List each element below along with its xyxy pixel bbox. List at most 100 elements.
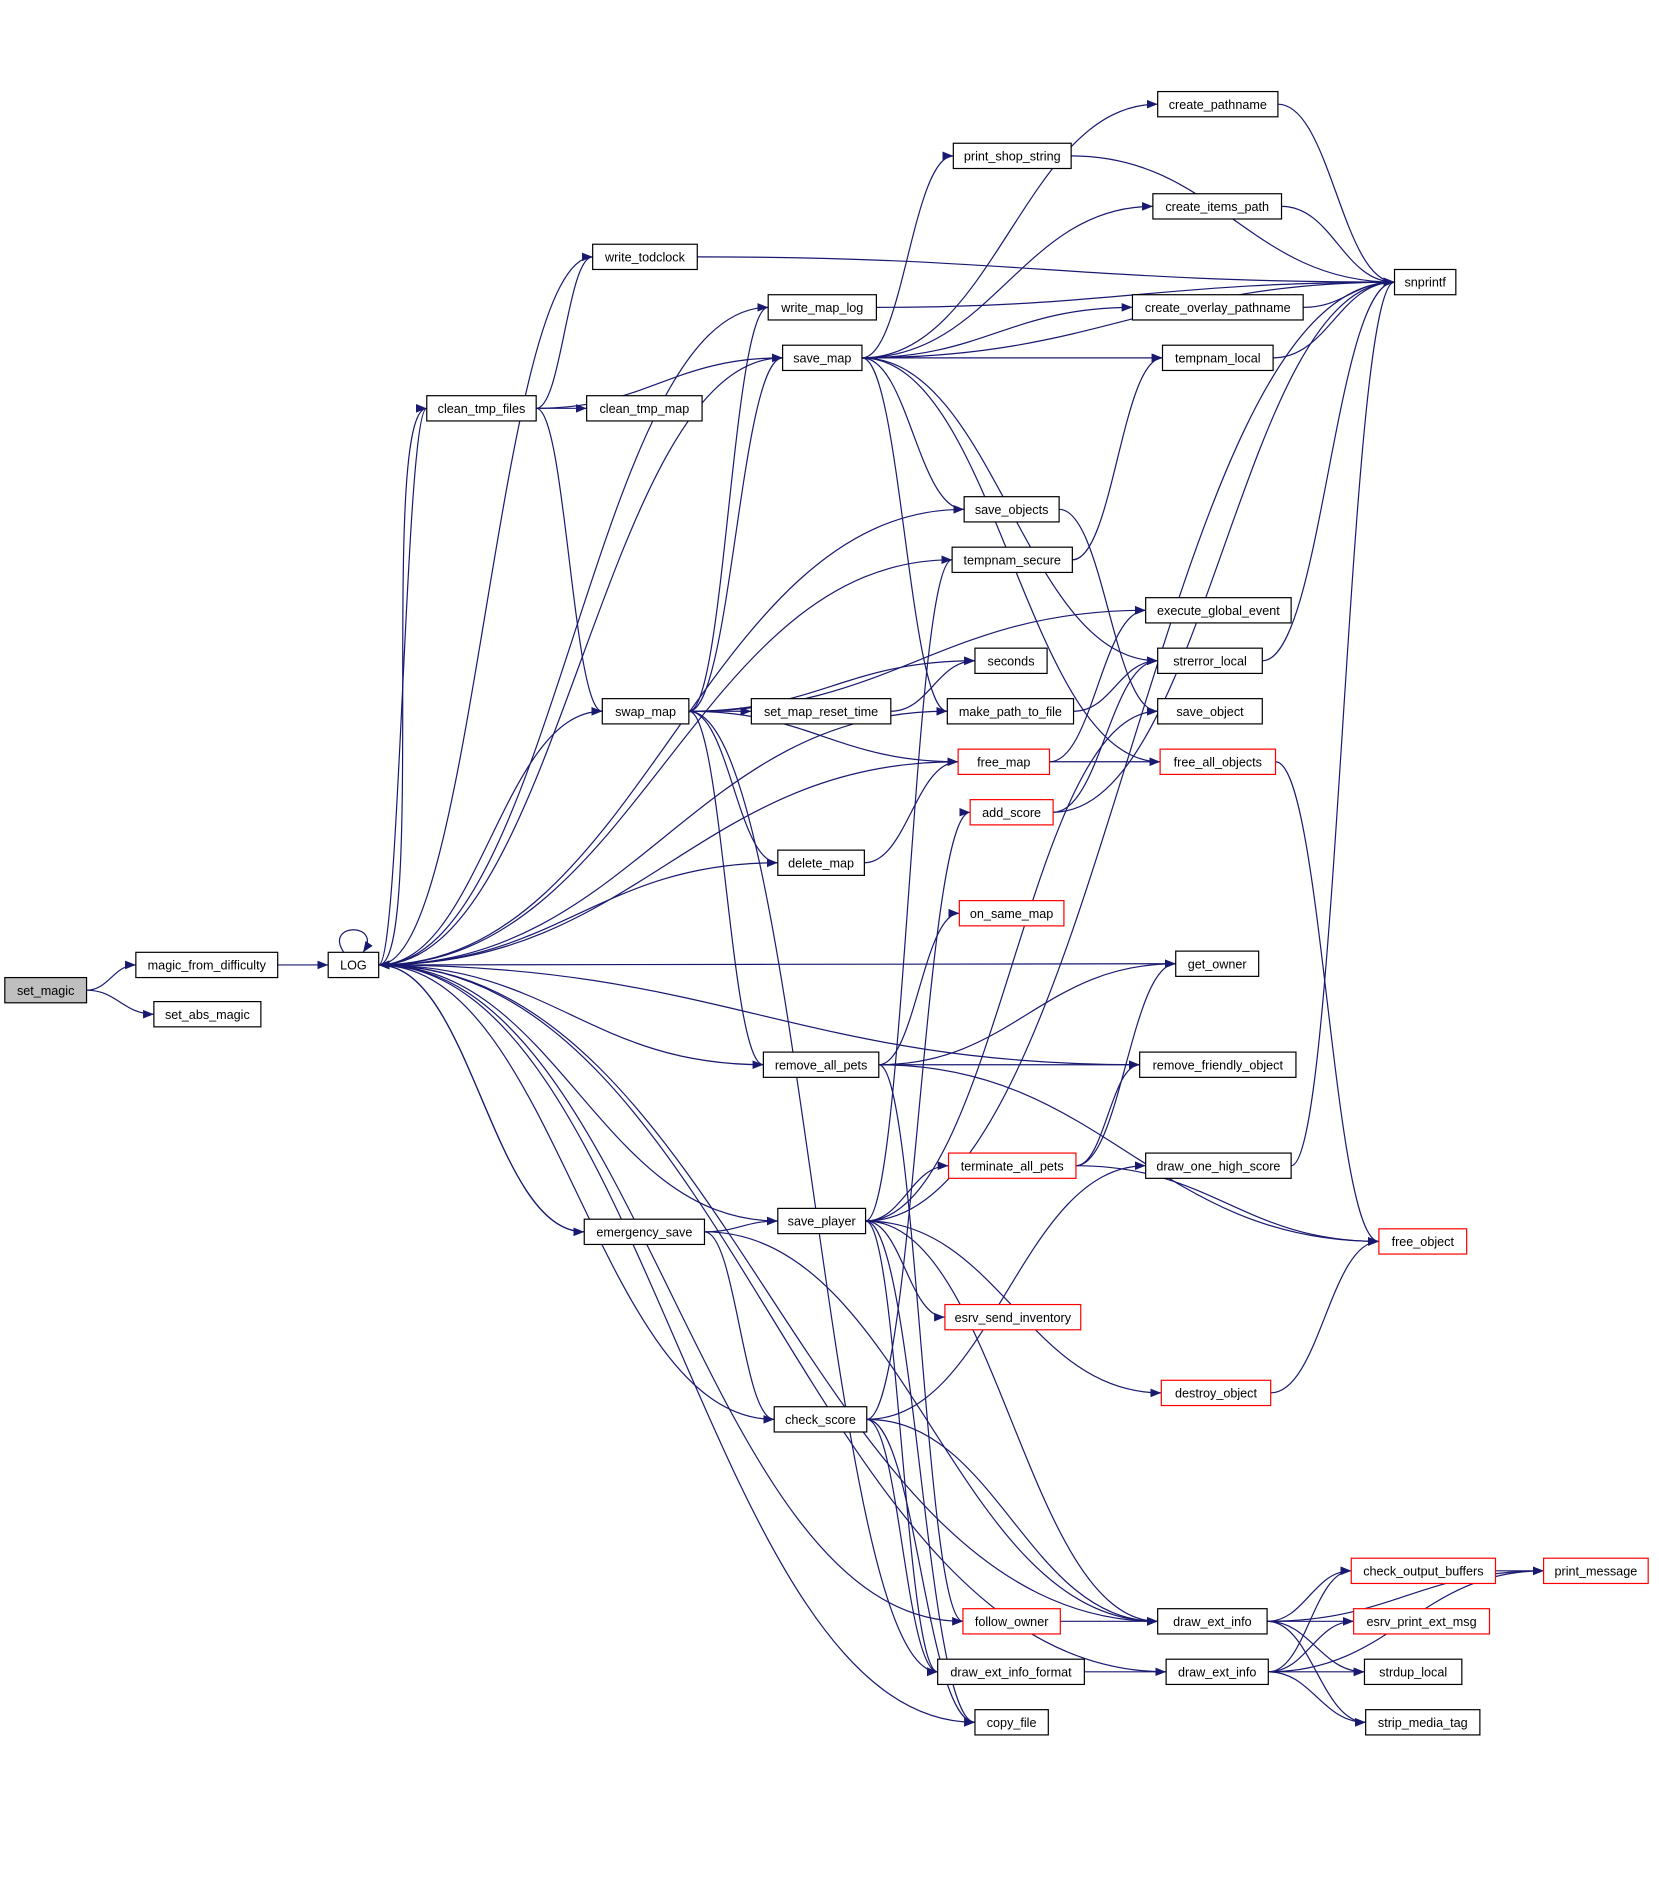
node-magic_from_difficulty[interactable]: magic_from_difficulty (135, 951, 279, 979)
node-label: destroy_object (1175, 1387, 1258, 1401)
edge-save_player-to-draw_ext_info_1 (865, 1220, 1158, 1626)
node-write_todclock[interactable]: write_todclock (592, 243, 698, 271)
node-label: add_score (982, 806, 1041, 820)
node-set_abs_magic[interactable]: set_abs_magic (153, 1001, 262, 1028)
node-tempnam_local[interactable]: tempnam_local (1161, 344, 1274, 372)
node-save_object[interactable]: save_object (1157, 698, 1263, 725)
node-swap_map[interactable]: swap_map (601, 698, 690, 725)
edge-make_path_to_file-to-strerror_local (1073, 656, 1158, 712)
edge-swap_map-to-write_map_log (688, 303, 769, 712)
node-label: emergency_save (596, 1225, 692, 1239)
edge-LOG-to-draw_ext_info_1 (378, 964, 1158, 1626)
node-free_all_objects[interactable]: free_all_objects (1159, 748, 1277, 775)
node-label: strdup_local (1379, 1665, 1447, 1679)
node-label: create_items_path (1165, 200, 1269, 214)
node-follow_owner[interactable]: follow_owner (962, 1608, 1061, 1635)
node-snprintf[interactable]: snprintf (1393, 268, 1457, 296)
edge-save_player-to-save_object (865, 706, 1158, 1222)
node-check_output_buffers[interactable]: check_output_buffers (1350, 1557, 1497, 1585)
node-label: draw_ext_info (1178, 1665, 1257, 1679)
node-create_items_path[interactable]: create_items_path (1152, 193, 1283, 220)
node-label: free_object (1392, 1235, 1455, 1249)
node-box (1157, 698, 1263, 725)
node-draw_ext_info_2[interactable]: draw_ext_info (1165, 1658, 1269, 1686)
node-tempnam_secure[interactable]: tempnam_secure (951, 546, 1073, 574)
node-label: check_output_buffers (1363, 1564, 1483, 1578)
node-make_path_to_file[interactable]: make_path_to_file (946, 698, 1075, 725)
node-seconds[interactable]: seconds (974, 647, 1048, 675)
node-box (963, 496, 1060, 523)
node-create_pathname[interactable]: create_pathname (1157, 90, 1279, 118)
node-LOG[interactable]: LOG (327, 951, 380, 979)
node-label: remove_all_pets (775, 1058, 868, 1072)
node-label: on_same_map (970, 907, 1053, 921)
node-label: snprintf (1404, 276, 1446, 290)
node-emergency_save[interactable]: emergency_save (583, 1218, 706, 1246)
node-box (947, 1152, 1077, 1179)
edge-remove_all_pets-to-free_object (878, 1064, 1379, 1246)
node-free_map[interactable]: free_map (957, 748, 1051, 775)
node-label: set_magic (17, 984, 74, 998)
edge-save_player-to-terminate_all_pets (865, 1161, 949, 1222)
node-label: clean_tmp_map (600, 402, 690, 416)
node-copy_file[interactable]: copy_file (974, 1709, 1049, 1736)
edge-draw_ext_info_2-to-strip_media_tag (1268, 1671, 1366, 1727)
node-box (135, 951, 279, 979)
node-destroy_object[interactable]: destroy_object (1160, 1379, 1272, 1407)
node-on_same_map[interactable]: on_same_map (958, 900, 1065, 927)
node-draw_ext_info_format[interactable]: draw_ext_info_format (937, 1658, 1085, 1686)
node-save_map[interactable]: save_map (782, 344, 863, 372)
node-esrv_print_ext_msg[interactable]: esrv_print_ext_msg (1353, 1608, 1491, 1635)
node-box (4, 976, 88, 1004)
node-label: save_map (793, 351, 851, 365)
node-save_player[interactable]: save_player (777, 1207, 867, 1235)
node-esrv_send_inventory[interactable]: esrv_send_inventory (944, 1303, 1082, 1331)
node-set_magic[interactable]: set_magic (4, 976, 88, 1004)
node-label: save_player (788, 1215, 856, 1229)
edge-copy_file-to-LOG (378, 960, 975, 1723)
node-box (1159, 748, 1277, 775)
edge-add_score-to-snprintf (1053, 277, 1395, 813)
node-clean_tmp_map[interactable]: clean_tmp_map (586, 395, 703, 422)
node-remove_friendly_object[interactable]: remove_friendly_object (1139, 1051, 1297, 1078)
edge-save_objects-to-save_object (1059, 508, 1158, 716)
node-free_object[interactable]: free_object (1378, 1228, 1468, 1255)
node-label: swap_map (615, 705, 676, 719)
node-get_owner[interactable]: get_owner (1175, 950, 1260, 977)
node-box (1378, 1228, 1468, 1255)
edge-LOG-to-LOG (338, 929, 373, 953)
edge-free_map-to-LOG (378, 761, 959, 970)
node-set_map_reset_time[interactable]: set_map_reset_time (750, 698, 892, 725)
node-strerror_local[interactable]: strerror_local (1157, 647, 1263, 675)
edge-clean_tmp_files-to-write_todclock (536, 252, 593, 409)
node-execute_global_event[interactable]: execute_global_event (1145, 597, 1292, 624)
node-print_shop_string[interactable]: print_shop_string (952, 142, 1072, 170)
node-strdup_local[interactable]: strdup_local (1363, 1658, 1463, 1686)
node-write_map_log[interactable]: write_map_log (767, 294, 877, 321)
node-box (1139, 1051, 1297, 1078)
node-create_overlay_pathname[interactable]: create_overlay_pathname (1131, 294, 1304, 321)
node-box (583, 1218, 706, 1246)
node-label: follow_owner (975, 1615, 1049, 1629)
edge-remove_all_pets-to-on_same_map (878, 908, 960, 1066)
node-strip_media_tag[interactable]: strip_media_tag (1365, 1709, 1481, 1736)
node-delete_map[interactable]: delete_map (777, 849, 865, 876)
edge-destroy_object-to-free_object (1270, 1237, 1379, 1394)
node-terminate_all_pets[interactable]: terminate_all_pets (947, 1152, 1077, 1179)
node-box (937, 1658, 1085, 1686)
edge-clean_tmp_files-to-LOG (378, 407, 427, 970)
node-check_score[interactable]: check_score (773, 1406, 868, 1433)
edge-check_score-to-add_score (866, 808, 971, 1420)
edge-emergency_save-to-LOG (378, 960, 585, 1233)
node-add_score[interactable]: add_score (969, 799, 1054, 826)
node-remove_all_pets[interactable]: remove_all_pets (762, 1051, 880, 1078)
node-box (782, 344, 863, 372)
edge-tempnam_secure-to-LOG (378, 559, 953, 970)
node-draw_ext_info_1[interactable]: draw_ext_info (1157, 1608, 1268, 1635)
node-print_message[interactable]: print_message (1542, 1557, 1649, 1585)
node-save_objects[interactable]: save_objects (963, 496, 1060, 523)
node-clean_tmp_files[interactable]: clean_tmp_files (426, 395, 537, 422)
edge-save_map-to-create_overlay_pathname (861, 303, 1133, 359)
edge-remove_all_pets-to-LOG (378, 960, 764, 1066)
node-draw_one_high_score[interactable]: draw_one_high_score (1145, 1152, 1292, 1179)
